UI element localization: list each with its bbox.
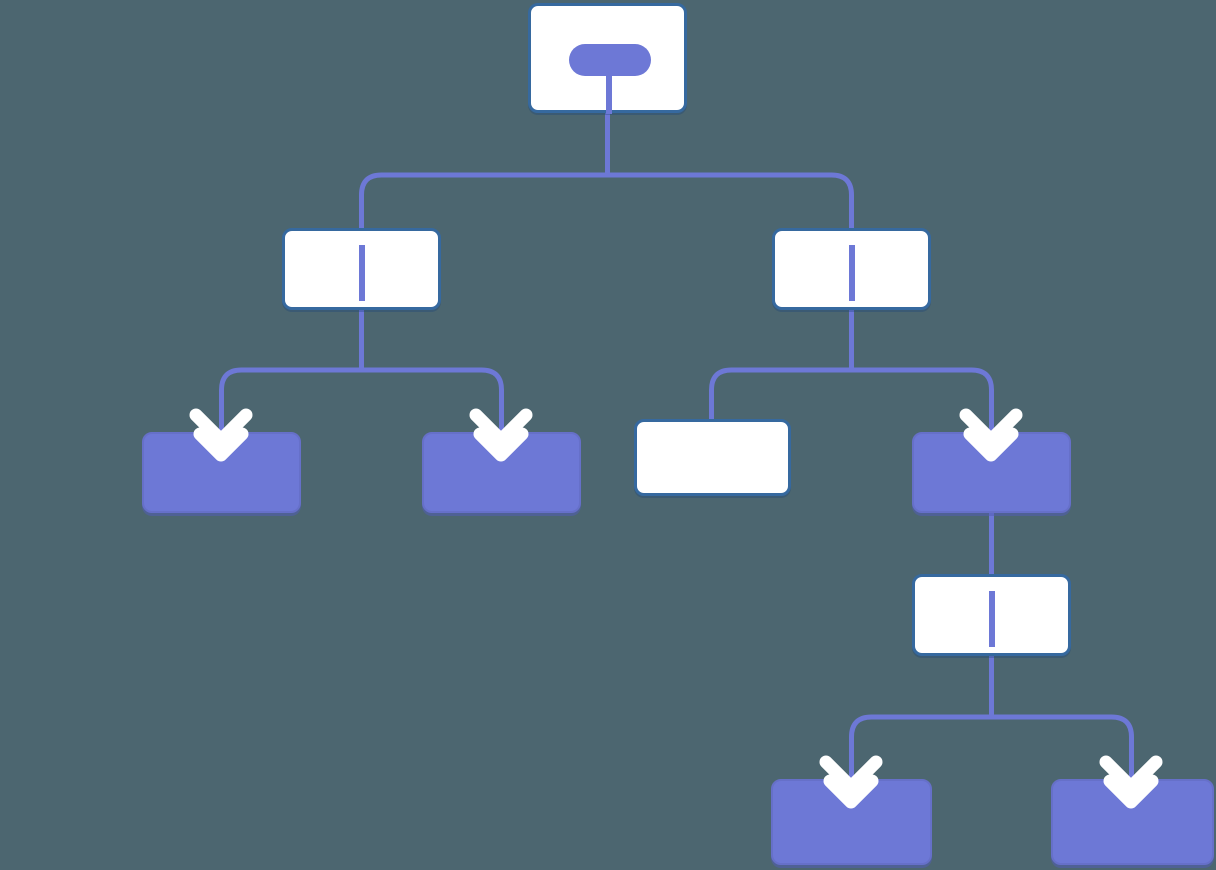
vertical-bar-glyph bbox=[359, 245, 365, 301]
node-leaf-4[interactable] bbox=[771, 779, 932, 865]
node-root[interactable] bbox=[528, 3, 687, 114]
node-empty[interactable] bbox=[634, 419, 791, 496]
pill-stem-glyph bbox=[606, 72, 612, 114]
node-leaf-1[interactable] bbox=[142, 432, 301, 513]
node-branch-left[interactable] bbox=[282, 228, 441, 310]
node-leaf-5[interactable] bbox=[1051, 779, 1214, 865]
pill-glyph bbox=[569, 44, 651, 76]
node-branch-lower[interactable] bbox=[912, 574, 1071, 656]
node-leaf-2[interactable] bbox=[422, 432, 581, 513]
node-branch-right[interactable] bbox=[772, 228, 931, 310]
vertical-bar-glyph bbox=[849, 245, 855, 301]
node-leaf-3[interactable] bbox=[912, 432, 1071, 513]
vertical-bar-glyph bbox=[989, 591, 995, 647]
